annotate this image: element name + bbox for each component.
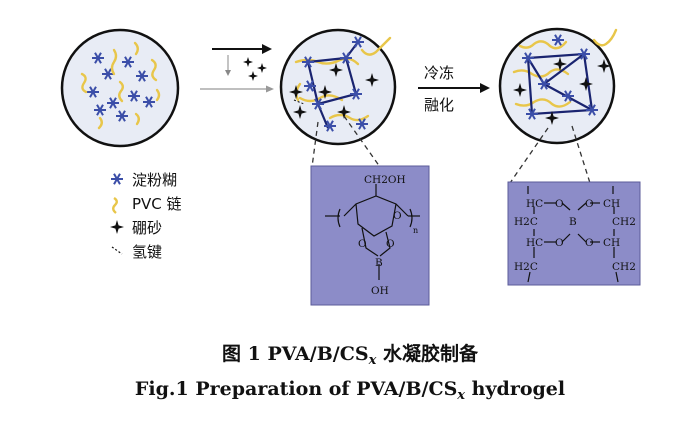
figure-caption-english: Fig.1 Preparation of PVA/B/CSx hydrogel [134,378,566,403]
thaw-label: 融化 [424,96,454,114]
svg-text:CH2: CH2 [612,216,636,228]
hydrogel-network-circle [498,27,618,145]
svg-text:O: O [555,237,564,249]
svg-text:氢键: 氢键 [132,243,162,261]
svg-text:CH2OH: CH2OH [364,174,406,186]
initial-mixture-circle [60,28,180,148]
svg-text:HC: HC [526,237,543,249]
legend-starch: 淀粉糊 [110,171,177,189]
starch-borate-structure: CH2OH O n O O B OH [310,165,430,306]
legend-pvc: PVC 链 [112,195,182,214]
freeze-thaw-arrow: 冷冻 融化 [418,64,490,114]
svg-text:OH: OH [371,285,389,297]
svg-text:H2C: H2C [514,216,538,228]
svg-text:O: O [386,238,395,250]
borax-crosslinked-circle [279,28,397,146]
pva-borate-structure: HC O B O CH H2C CH2 HC O O CH H2C CH2 [507,181,641,286]
svg-text:CH: CH [603,198,620,210]
figure-caption-chinese: 图 1 PVA/B/CSx 水凝胶制备 [222,343,478,368]
svg-text:H2C: H2C [514,261,538,273]
freeze-label: 冷冻 [424,64,454,82]
svg-text:B: B [569,216,577,228]
legend: 淀粉糊 PVC 链 硼砂 氢键 [110,171,182,261]
svg-text:O: O [585,198,594,210]
svg-text:B: B [375,257,383,269]
svg-text:淀粉糊: 淀粉糊 [132,171,177,189]
svg-text:硼砂: 硼砂 [132,219,162,237]
svg-text:n: n [413,226,418,235]
zoom-lines [311,115,591,184]
borax-addition-arrows [200,44,274,93]
svg-text:O: O [585,237,594,249]
legend-borax: 硼砂 [110,219,162,237]
svg-text:O: O [555,198,564,210]
legend-hydrogen-bond: 氢键 [111,243,162,261]
svg-text:HC: HC [526,198,543,210]
svg-text:CH: CH [603,237,620,249]
svg-text:PVC 链: PVC 链 [132,195,182,213]
svg-text:CH2: CH2 [612,261,636,273]
pvc-chains [80,41,161,130]
svg-text:O: O [393,210,402,222]
svg-text:O: O [358,238,367,250]
